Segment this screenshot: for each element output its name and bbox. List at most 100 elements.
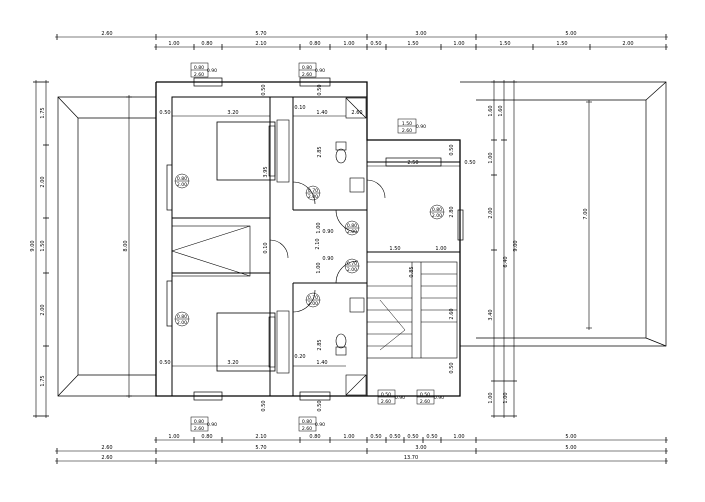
door-tag: 0.80 2.00 xyxy=(174,173,190,189)
dim-label: 0.80 xyxy=(201,41,212,47)
dim-label: 2.85 xyxy=(317,339,323,350)
dim-label: 0.50 xyxy=(389,434,400,440)
dim-label: 5.70 xyxy=(255,31,266,37)
window-tag: 0.80 2.60 0.90 xyxy=(190,416,217,432)
left-roof-outline xyxy=(57,96,156,397)
dim-label: 1.60 xyxy=(498,105,504,116)
dim-label: 6.40 xyxy=(503,256,509,267)
tag-text: 0.90 xyxy=(434,395,444,401)
dim-label: 2.85 xyxy=(317,146,323,157)
windows xyxy=(166,77,464,401)
tag-text: 0.80 xyxy=(177,176,187,182)
tag-text: 0.90 xyxy=(207,68,217,74)
tag-text: 0.80 xyxy=(432,207,442,213)
tag-text: 0.50 xyxy=(420,392,430,398)
door-tag: 0.70 2.00 xyxy=(305,292,321,308)
dim-label: 8.00 xyxy=(123,240,129,251)
tag-text: 0.80 xyxy=(302,419,312,425)
dim-label: 1.50 xyxy=(407,41,418,47)
dim-label: 1.50 xyxy=(389,246,400,252)
dim-label: 3.00 xyxy=(415,445,426,451)
room-dimensions: 3.20 3.20 3.95 1.40 1.40 2.85 2.85 2.50 … xyxy=(159,84,475,411)
dim-label: 0.90 xyxy=(322,229,333,235)
dim-label: 1.00 xyxy=(488,152,494,163)
dim-label: 2.00 xyxy=(40,176,46,187)
door-tag: 0.80 2.00 xyxy=(429,204,445,220)
dim-label: 1.60 xyxy=(488,105,494,116)
dim-label: 2.80 xyxy=(449,206,455,217)
right-dimension-columns: 1.60 1.00 2.00 6.40 3.40 1.00 1.60 9.00 … xyxy=(488,80,592,418)
tag-text: 0.80 xyxy=(347,223,357,229)
tag-text: 2.60 xyxy=(302,426,312,432)
tag-text: 2.00 xyxy=(177,182,187,188)
tag-text: 0.90 xyxy=(207,422,217,428)
stair xyxy=(366,261,458,359)
tag-text: 2.60 xyxy=(402,128,412,134)
left-dimension-column: 1.75 2.00 1.50 2.00 1.75 9.00 xyxy=(30,80,49,418)
dim-label: 1.75 xyxy=(40,375,46,386)
dim-label: 1.00 xyxy=(503,392,509,403)
basin-top xyxy=(349,177,365,193)
dim-label: 9.00 xyxy=(513,240,519,251)
dim-label: 0.10 xyxy=(263,242,269,253)
dim-label: 13.70 xyxy=(404,455,418,461)
dim-label: 7.00 xyxy=(583,208,589,219)
tag-text: 0.90 xyxy=(315,422,325,428)
toilet-top xyxy=(335,141,347,164)
bed-top xyxy=(216,119,290,183)
dim-label: 2.60 xyxy=(101,445,112,451)
tag-text: 0.70 xyxy=(308,295,318,301)
dim-label: 2.10 xyxy=(255,434,266,440)
dim-label: 0.85 xyxy=(409,266,415,277)
dim-label: 5.00 xyxy=(565,434,576,440)
dim-label: 3.20 xyxy=(227,110,238,116)
window-tag: 0.80 2.60 0.90 xyxy=(298,62,325,78)
door-tag: 0.70 2.00 xyxy=(344,258,360,274)
tag-text: 0.70 xyxy=(308,188,318,194)
window-tag: 0.80 2.60 0.90 xyxy=(298,416,325,432)
tag-text: 0.90 xyxy=(416,124,426,130)
dim-label: 0.50 xyxy=(261,84,267,95)
basin-bottom xyxy=(349,297,365,313)
tag-text: 0.90 xyxy=(395,395,405,401)
dim-label: 0.10 xyxy=(294,105,305,111)
door-tag: 0.70 2.00 xyxy=(305,185,321,201)
tag-text: 2.60 xyxy=(194,72,204,78)
right-roof-outline xyxy=(460,81,667,347)
tag-text: 0.70 xyxy=(347,261,357,267)
bottom-dimension-row-3: 2.60 13.70 xyxy=(55,455,668,464)
bottom-dimension-row-1: 1.00 0.80 2.10 0.80 1.00 0.50 0.50 0.50 … xyxy=(154,434,668,443)
dim-label: 0.50 xyxy=(449,362,455,373)
tag-text: 2.60 xyxy=(194,426,204,432)
dim-label: 0.90 xyxy=(322,256,333,262)
dim-label: 1.75 xyxy=(40,107,46,118)
top-dimension-row-1: 2.60 5.70 3.00 5.00 xyxy=(55,31,668,40)
dim-label: 0.20 xyxy=(294,354,305,360)
window-tag: 0.50 2.60 0.90 xyxy=(416,389,444,405)
window-tag: 0.50 2.60 0.90 xyxy=(377,389,405,405)
tag-text: 0.80 xyxy=(194,65,204,71)
dim-label: 1.00 xyxy=(168,434,179,440)
tag-text: 2.00 xyxy=(308,301,318,307)
dim-label: 2.00 xyxy=(40,304,46,315)
dim-label: 2.60 xyxy=(101,31,112,37)
dim-label: 0.50 xyxy=(464,160,475,166)
dim-label: 5.00 xyxy=(565,31,576,37)
bottom-dimension-row-2: 2.60 5.70 3.00 5.00 xyxy=(55,445,668,454)
door-tags: 0.80 2.00 0.80 2.00 0.70 2.00 0.80 2.00 … xyxy=(174,173,445,327)
toilet-bottom xyxy=(335,333,347,356)
dim-label: 1.40 xyxy=(316,110,327,116)
window-tags: 0.80 2.60 0.90 0.80 2.60 0.90 1.50 2.60 … xyxy=(190,62,444,432)
dim-label: 0.50 xyxy=(159,360,170,366)
dim-label: 0.80 xyxy=(201,434,212,440)
dim-label: 1.00 xyxy=(343,41,354,47)
dim-label: 9.00 xyxy=(30,240,36,251)
tag-text: 2.00 xyxy=(177,320,187,326)
tag-text: 2.00 xyxy=(432,213,442,219)
dim-label: 1.00 xyxy=(453,41,464,47)
door-tag: 0.80 2.00 xyxy=(344,220,360,236)
dim-label: 1.50 xyxy=(40,240,46,251)
inner-left-dimension: 8.00 xyxy=(123,95,132,398)
